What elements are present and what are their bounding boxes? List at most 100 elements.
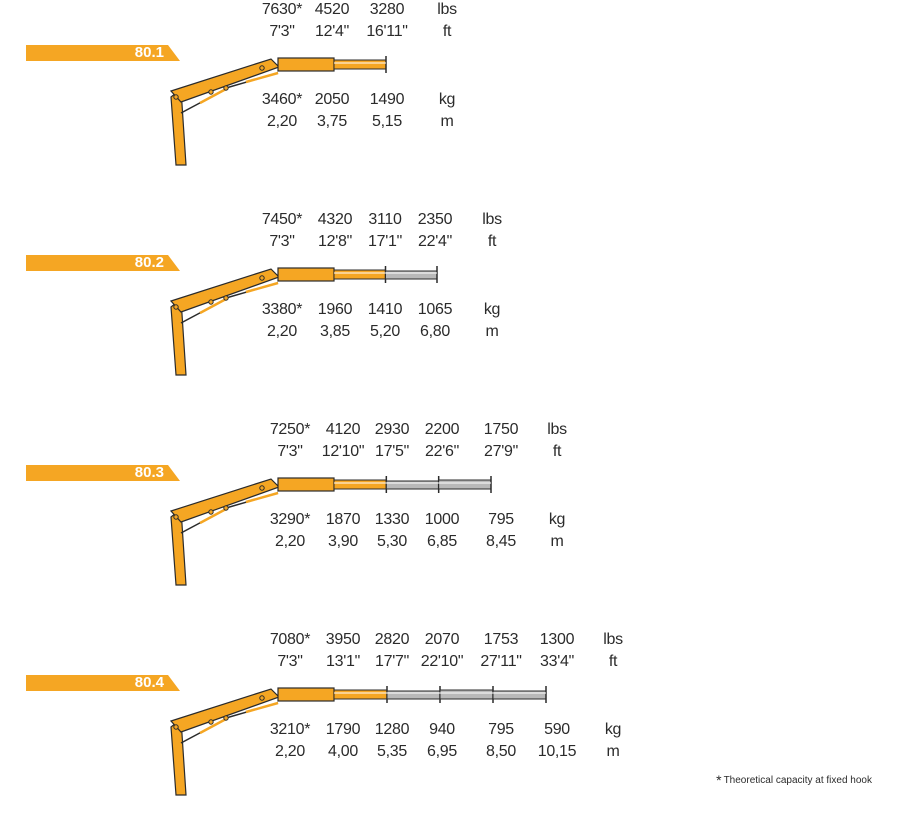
lbs-value: 4320 — [317, 211, 353, 228]
outer-boom — [277, 477, 335, 492]
pivot-pin — [208, 719, 214, 725]
m-value: 2,20 — [267, 113, 297, 130]
kg-value: 1870 — [325, 511, 361, 528]
lbs-value: 2070 — [424, 631, 460, 648]
ft-value: 7'3" — [277, 653, 303, 670]
lbs-value: 2200 — [424, 421, 460, 438]
boom-extension — [333, 479, 387, 490]
boom-extension — [385, 480, 440, 490]
pivot-pin — [259, 695, 265, 701]
lift-cylinder-rod — [199, 507, 227, 525]
kg-value: 1960 — [317, 301, 353, 318]
m-value: 2,20 — [275, 533, 305, 550]
ft-unit-label: ft — [442, 23, 452, 40]
ft-value: 17'1" — [368, 233, 402, 250]
m-value: 6,85 — [427, 533, 457, 550]
lbs-value: 3110 — [368, 211, 402, 228]
kg-value: 1410 — [367, 301, 403, 318]
m-value: 3,90 — [328, 533, 358, 550]
kg-value: 2050 — [314, 91, 350, 108]
pivot-pin — [259, 275, 265, 281]
kg-unit-label: kg — [438, 91, 456, 108]
m-value: 5,35 — [377, 743, 407, 760]
boom-extension — [333, 269, 386, 280]
m-value: 4,00 — [328, 743, 358, 760]
ft-value: 22'10" — [420, 653, 464, 670]
lbs-unit-label: lbs — [437, 1, 457, 18]
outer-boom — [277, 57, 335, 72]
crane-model-80-2: 80.2 7450* 4320 3110 2350 lbs 7'3" 12'8" 17'1" 22… — [0, 210, 900, 420]
kg-value: 795 — [488, 511, 514, 528]
pivot-pin — [208, 299, 214, 305]
pivot-pin — [259, 65, 265, 71]
fold-cylinder-rod — [245, 491, 279, 504]
lbs-value: 3280 — [369, 1, 405, 18]
m-value: 2,20 — [267, 323, 297, 340]
ft-value: 12'10" — [321, 443, 365, 460]
lbs-unit-label: lbs — [547, 421, 567, 438]
crane-boom — [169, 686, 547, 796]
lbs-value: 1750 — [483, 421, 519, 438]
model-tag: 80.2 — [26, 255, 180, 271]
kg-value: 795 — [488, 721, 514, 738]
ft-value: 12'8" — [318, 233, 352, 250]
m-value: 6,95 — [427, 743, 457, 760]
m-value: 5,20 — [370, 323, 400, 340]
ft-value: 13'1" — [326, 653, 360, 670]
kg-value: 590 — [544, 721, 570, 738]
lbs-value: 1753 — [483, 631, 519, 648]
kg-value: 1000 — [424, 511, 460, 528]
boom-extension — [386, 690, 441, 700]
lbs-value: 7250* — [269, 421, 311, 438]
ft-value: 22'4" — [418, 233, 452, 250]
pivot-pin — [259, 485, 265, 491]
m-value: 5,30 — [377, 533, 407, 550]
lbs-value: 3950 — [325, 631, 361, 648]
lbs-value: 7450* — [261, 211, 303, 228]
ft-value: 16'11" — [366, 23, 408, 40]
lbs-unit-label: lbs — [603, 631, 623, 648]
ft-value: 7'3" — [269, 233, 295, 250]
lbs-value: 2820 — [374, 631, 410, 648]
lbs-value: 7080* — [269, 631, 311, 648]
lbs-value: 7630* — [261, 1, 303, 18]
lift-cylinder-rod — [199, 87, 227, 105]
kg-value: 1065 — [417, 301, 453, 318]
crane-illustration — [169, 686, 547, 796]
lbs-unit-label: lbs — [482, 211, 502, 228]
m-unit-label: m — [440, 113, 454, 130]
ft-value: 27'9" — [484, 443, 518, 460]
ft-value: 7'3" — [269, 23, 295, 40]
m-value: 3,85 — [320, 323, 350, 340]
ft-value: 22'6" — [425, 443, 459, 460]
footnote: *Theoretical capacity at fixed hook — [716, 772, 872, 788]
pivot-pin — [223, 505, 229, 511]
ft-value: 27'11" — [480, 653, 522, 670]
lbs-value: 1300 — [539, 631, 575, 648]
kg-value: 1790 — [325, 721, 361, 738]
ft-value: 33'4" — [540, 653, 574, 670]
pivot-pin — [223, 715, 229, 721]
model-tag: 80.4 — [26, 675, 180, 691]
kg-value: 1280 — [374, 721, 410, 738]
boom-extension — [492, 690, 547, 700]
lbs-value: 2350 — [417, 211, 453, 228]
boom-extension — [333, 59, 387, 70]
m-value: 8,45 — [486, 533, 516, 550]
lbs-value: 4520 — [314, 1, 350, 18]
fold-cylinder-rod — [245, 281, 279, 294]
lift-cylinder-rod — [199, 717, 227, 735]
boom-extension — [385, 270, 438, 280]
outer-boom — [277, 687, 335, 702]
kg-unit-label: kg — [548, 511, 566, 528]
m-unit-label: m — [485, 323, 499, 340]
pivot-pin — [208, 509, 214, 515]
crane-illustration — [169, 476, 492, 586]
outer-boom — [277, 267, 335, 282]
ft-unit-label: ft — [552, 443, 562, 460]
kg-value: 1490 — [369, 91, 405, 108]
ft-value: 12'4" — [315, 23, 349, 40]
footnote-text: Theoretical capacity at fixed hook — [723, 775, 872, 786]
crane-boom — [169, 476, 492, 586]
